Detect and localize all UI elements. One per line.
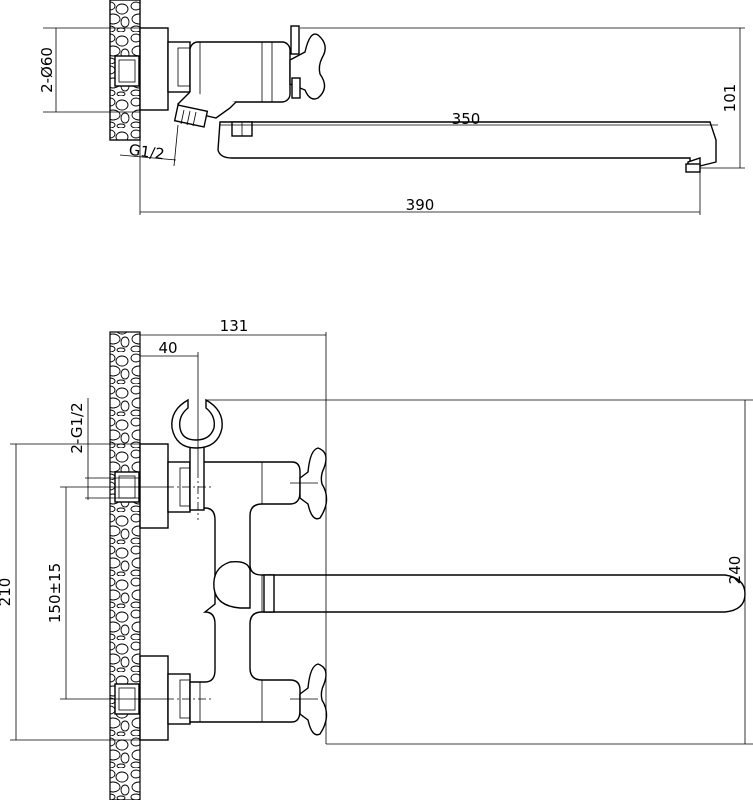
aerator-top (685, 163, 701, 173)
flange-lower (139, 655, 169, 741)
dim-total-height-label: 210 (0, 578, 14, 607)
front-view: 131 40 2-G1/2 210 150±15 240 (0, 317, 753, 800)
dim-flange-label: 2-Ø60 (38, 47, 56, 93)
dim-handle-offset-label: 131 (220, 317, 249, 335)
flange-upper (139, 443, 169, 529)
spout-front (269, 574, 746, 613)
wall-section-front (109, 331, 141, 800)
shower-holder-cradle (171, 398, 223, 449)
shower-holder-stem (189, 443, 205, 511)
dim-height-label: 101 (721, 84, 739, 113)
shower-outlet-top (173, 104, 209, 128)
dim-overall-length-label: 390 (406, 196, 435, 214)
dim-holder-height-label: 240 (726, 556, 744, 585)
top-view: 2-Ø60 350 390 101 G1/2 (38, 0, 745, 215)
dim-holder-offset-label: 40 (158, 339, 177, 357)
dim-center-distance-label: 150±15 (46, 563, 64, 623)
dim-inlet-thread-front-label: 2-G1/2 (68, 402, 86, 453)
flange-top (139, 27, 169, 111)
spout-top (217, 121, 717, 169)
dim-spout-reach-label: 350 (452, 110, 481, 128)
dim-inlet-thread-label: G1/2 (128, 141, 166, 164)
mixer-body-top (189, 41, 291, 103)
diverter-knob (213, 560, 251, 609)
